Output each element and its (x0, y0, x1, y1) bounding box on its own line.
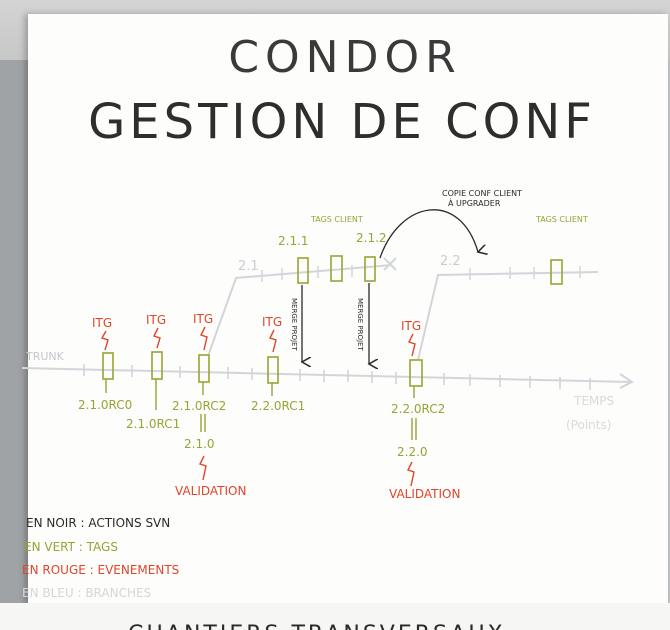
next-sheet-title: CHANTIERS TRANSVERSAUX (128, 622, 506, 630)
tag-220: 2.2.0 (397, 445, 428, 459)
tag-box-rc2 (198, 354, 210, 383)
trunk-line: TRUNK TEMPS (Points) (21, 350, 634, 432)
itg-5: ITG (401, 319, 421, 333)
tag-box-rc0 (102, 352, 114, 380)
itg-1: ITG (92, 316, 112, 330)
tags-client-label-2: TAGS CLIENT (535, 215, 588, 224)
merge-label-2: MERGE PROJET (356, 298, 364, 351)
tag-box-220rc2 (409, 359, 423, 387)
svn-actions: COPIE CONF CLIENT À UPGRADER MERGE PROJE… (290, 189, 522, 364)
tag-210rc2: 2.1.0RC2 (172, 399, 226, 413)
legend: EN NOIR : ACTIONS SVN EN VERT : TAGS EN … (22, 516, 179, 600)
tag-211: 2.1.1 (278, 234, 309, 248)
trunk-label: TRUNK (25, 350, 65, 363)
itg-3: ITG (193, 312, 213, 326)
title-line-2: GESTION DE CONF (88, 94, 596, 150)
validation-1: VALIDATION (175, 484, 246, 498)
tag-box-rc1 (151, 351, 163, 380)
tags-client-label-1: TAGS CLIENT (310, 215, 363, 224)
merge-label-1: MERGE PROJET (290, 298, 298, 351)
tag-box-212 (364, 256, 376, 282)
tag-box-client2 (550, 259, 563, 285)
itg-4: ITG (262, 315, 282, 329)
copie-conf-label: COPIE CONF CLIENT (442, 189, 522, 198)
legend-rouge: EN ROUGE : EVENEMENTS (22, 563, 179, 577)
tag-210rc0: 2.1.0RC0 (78, 398, 132, 412)
itg-2: ITG (146, 313, 166, 327)
flipchart-sheet (28, 14, 668, 604)
upgrader-label: À UPGRADER (448, 197, 501, 208)
tag-markers (102, 255, 563, 387)
validation-2: VALIDATION (389, 487, 460, 501)
tag-box-211 (297, 257, 309, 284)
tag-210rc1: 2.1.0RC1 (126, 417, 180, 431)
tag-220rc1: 2.2.0RC1 (251, 399, 305, 413)
legend-vert: EN VERT : TAGS (24, 540, 118, 554)
branch-2-2: 2.2 (417, 254, 599, 361)
branch-2-1: 2.1 (207, 257, 397, 357)
legend-bleu: EN BLEU : BRANCHES (22, 586, 151, 600)
temps-sub-label: (Points) (566, 418, 611, 432)
event-arrows (100, 326, 416, 487)
branch-2-2-label: 2.2 (440, 254, 461, 269)
tag-box-221rc1 (267, 356, 279, 384)
tag-220rc2: 2.2.0RC2 (391, 402, 445, 416)
tag-212: 2.1.2 (356, 231, 387, 245)
temps-label: TEMPS (573, 394, 614, 408)
next-sheet (0, 603, 670, 630)
title-line-1: CONDOR (228, 32, 461, 83)
branch-2-1-label: 2.1 (238, 259, 259, 274)
tag-210: 2.1.0 (184, 437, 215, 451)
tag-box-client1 (330, 255, 343, 282)
legend-noir: EN NOIR : ACTIONS SVN (26, 516, 170, 530)
